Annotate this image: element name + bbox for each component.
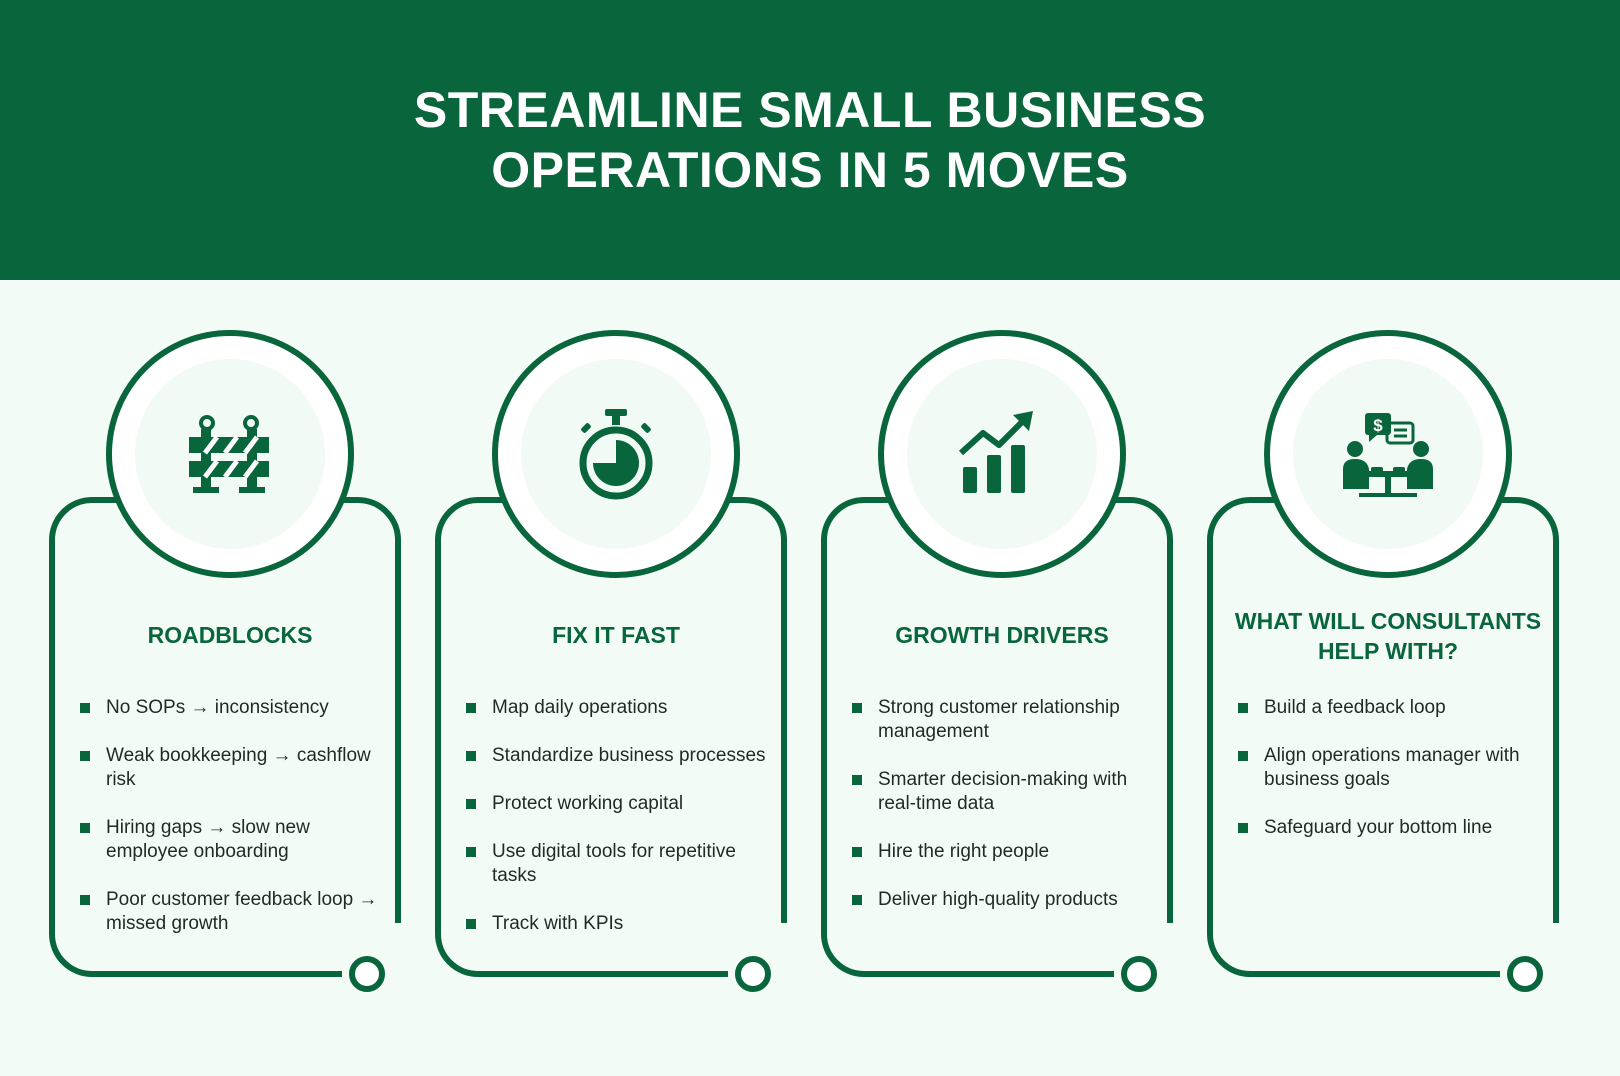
list-item-text: Deliver high-quality products	[878, 889, 1118, 910]
list-item: Poor customer feedback loop → missed gro…	[80, 888, 390, 936]
list-item: Strong customer relationship management	[852, 696, 1162, 744]
list-item-text: Safeguard your bottom line	[1264, 817, 1493, 838]
list-item: Use digital tools for repetitive tasks	[466, 840, 776, 888]
list-item: Weak bookkeeping → cashflow risk	[80, 744, 390, 792]
list-item-text: Use digital tools for repetitive tasks	[492, 841, 736, 886]
consultation-icon: $	[1264, 330, 1512, 578]
card-frame	[821, 330, 1173, 992]
list-item-text: Protect working capital	[492, 793, 684, 814]
list-item-text: Hiring gaps → slow new employee onboardi…	[106, 817, 310, 862]
bullet-square-icon	[466, 799, 476, 809]
list-item-text: Weak bookkeeping → cashflow risk	[106, 745, 371, 790]
list-item-text: Map daily operations	[492, 697, 668, 718]
list-item: Track with KPIs	[466, 912, 776, 936]
bullet-square-icon	[80, 751, 90, 761]
bullet-square-icon	[852, 847, 862, 857]
bullet-square-icon	[466, 751, 476, 761]
list-item: Standardize business processes	[466, 744, 776, 768]
barrier-icon	[106, 330, 354, 578]
list-item-text: Build a feedback loop	[1264, 697, 1446, 718]
bullet-square-icon	[852, 775, 862, 785]
list-item: Deliver high-quality products	[852, 888, 1162, 912]
bullet-square-icon	[466, 847, 476, 857]
card-title: WHAT WILL CONSULTANTS HELP WITH?	[1234, 608, 1542, 664]
card-4: $ WHAT WILL CONSULTANTS HELP WITH? Build a…	[1207, 330, 1568, 1030]
card-end-knob	[1507, 956, 1543, 992]
list-item: No SOPs → inconsistency	[80, 696, 390, 720]
bullet-square-icon	[1238, 823, 1248, 833]
card-title: FIX IT FAST	[552, 622, 680, 648]
card-title: ROADBLOCKS	[147, 622, 313, 648]
list-item-text: No SOPs → inconsistency	[106, 697, 329, 718]
list-item: Hiring gaps → slow new employee onboardi…	[80, 816, 390, 864]
list-item-text: Align operations manager with business g…	[1264, 745, 1520, 790]
card-end-knob	[349, 956, 385, 992]
header-banner: STREAMLINE SMALL BUSINESS OPERATIONS IN …	[0, 0, 1620, 280]
list-item: Align operations manager with business g…	[1238, 744, 1548, 792]
card-frame	[49, 330, 401, 992]
list-item: Protect working capital	[466, 792, 776, 816]
list-item: Hire the right people	[852, 840, 1162, 864]
list-item: Smarter decision-making with real-time d…	[852, 768, 1162, 816]
bullet-square-icon	[80, 703, 90, 713]
bullet-square-icon	[852, 895, 862, 905]
bullet-square-icon	[80, 823, 90, 833]
bullet-square-icon	[80, 895, 90, 905]
list-item: Safeguard your bottom line	[1238, 816, 1548, 840]
card-3: GROWTH DRIVERS Strong customer relationsh…	[821, 330, 1182, 1030]
card-title: GROWTH DRIVERS	[895, 622, 1109, 648]
page-title: STREAMLINE SMALL BUSINESS OPERATIONS IN …	[413, 82, 1207, 198]
card-end-knob	[1121, 956, 1157, 992]
list-item-text: Track with KPIs	[492, 913, 624, 934]
svg-text:$: $	[1373, 416, 1383, 435]
list-item-text: Hire the right people	[878, 841, 1050, 862]
bullet-square-icon	[466, 703, 476, 713]
bullet-square-icon	[1238, 703, 1248, 713]
card-frame	[1207, 330, 1559, 992]
growth-chart-icon	[878, 330, 1126, 578]
bullet-square-icon	[852, 703, 862, 713]
list-item-text: Poor customer feedback loop → missed gro…	[106, 889, 378, 934]
bullet-square-icon	[1238, 751, 1248, 761]
list-item-text: Standardize business processes	[492, 745, 766, 766]
list-item: Map daily operations	[466, 696, 776, 720]
list-item: Build a feedback loop	[1238, 696, 1548, 720]
list-item-text: Smarter decision-making with real-time d…	[878, 769, 1128, 814]
card-end-knob	[735, 956, 771, 992]
list-item-text: Strong customer relationship management	[878, 697, 1120, 742]
stopwatch-icon	[492, 330, 740, 578]
bullet-square-icon	[466, 919, 476, 929]
